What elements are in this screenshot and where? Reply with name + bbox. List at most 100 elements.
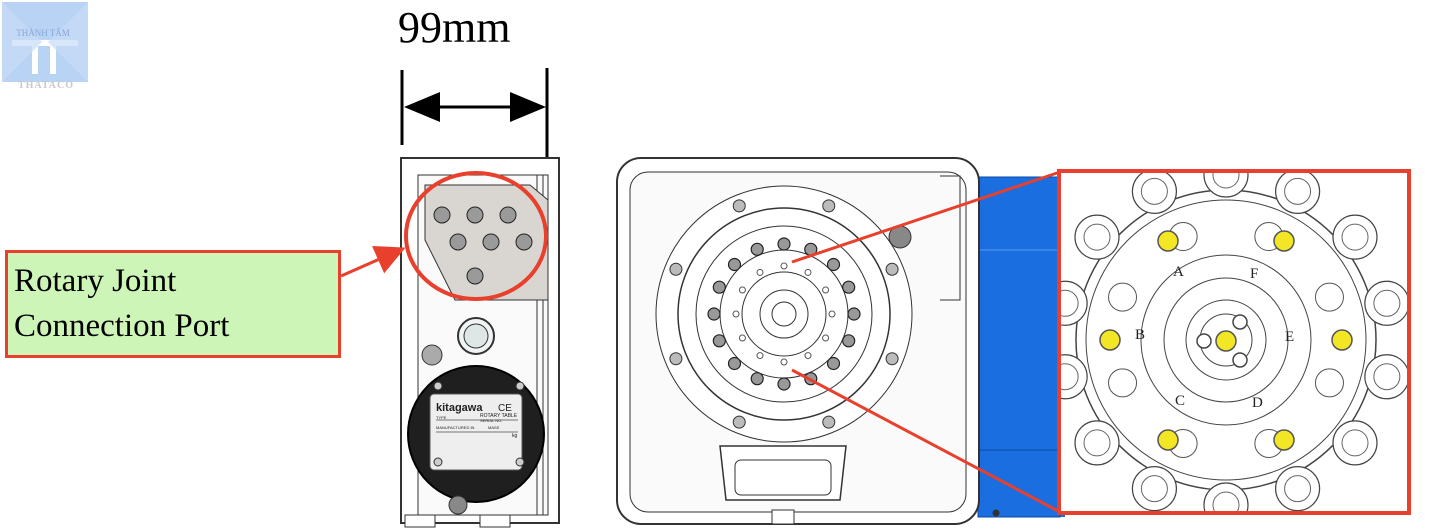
motor-housing bbox=[977, 176, 1061, 518]
air-port bbox=[1273, 429, 1295, 451]
inner-bolt bbox=[826, 356, 841, 371]
detail-outer-bolt bbox=[1203, 173, 1249, 198]
inner-bolt bbox=[777, 237, 791, 251]
center-screw bbox=[1196, 333, 1212, 349]
inner-bolt bbox=[777, 377, 791, 391]
logo-bottom-text: THATACO bbox=[17, 80, 75, 91]
callout-arrow bbox=[340, 245, 406, 278]
detail-bolts bbox=[1061, 173, 1407, 511]
nameplate-title: ROTARY TABLE bbox=[480, 413, 518, 419]
nameplate-unit: kg bbox=[512, 433, 518, 439]
detail-bolt-head bbox=[1284, 475, 1312, 503]
logo-top-text: THÀNH TÂM bbox=[16, 28, 70, 38]
small-hole bbox=[804, 352, 812, 360]
air-port bbox=[1273, 230, 1295, 252]
dimension-indicator bbox=[400, 68, 549, 158]
detail-outer-bolt bbox=[1364, 280, 1407, 326]
nameplate-ce-mark: CE bbox=[498, 403, 512, 414]
callout-line-1: Rotary Joint bbox=[14, 263, 177, 299]
detail-outer-bolt bbox=[1332, 214, 1378, 260]
outer-bolt bbox=[669, 262, 683, 276]
inner-bolt bbox=[842, 334, 856, 348]
small-hole bbox=[780, 262, 788, 270]
center-screw bbox=[1232, 314, 1248, 330]
outer-bolt bbox=[732, 415, 746, 429]
small-hole bbox=[738, 334, 746, 342]
detail-outer-bolt bbox=[1203, 482, 1249, 511]
detail-outer-bolt bbox=[1274, 173, 1321, 214]
small-hole bbox=[756, 352, 764, 360]
inner-bolt bbox=[842, 280, 856, 294]
connection-port-highlight bbox=[404, 171, 548, 301]
side-view bbox=[400, 157, 560, 528]
detail-outer-bolt bbox=[1074, 420, 1120, 466]
front-view bbox=[616, 157, 1065, 525]
inner-bolt bbox=[750, 242, 764, 256]
air-port bbox=[1157, 429, 1179, 451]
outer-bolt bbox=[822, 199, 836, 213]
detail-bolt-head bbox=[1061, 363, 1079, 391]
rotary-joint-callout: Rotary Joint Connection Port bbox=[5, 250, 341, 358]
front-outer-bolts bbox=[669, 199, 899, 429]
inner-bolt bbox=[707, 307, 721, 321]
detail-bolt-head bbox=[1140, 177, 1168, 205]
detail-mid-hole bbox=[1108, 282, 1138, 312]
port-labels: A F B E C D bbox=[1135, 264, 1294, 411]
detail-outer-bolt bbox=[1332, 420, 1378, 466]
detail-outer-bolt bbox=[1274, 466, 1321, 511]
inner-bolt bbox=[727, 257, 742, 272]
port-label-d: D bbox=[1252, 395, 1263, 411]
detail-mid-hole bbox=[1108, 368, 1138, 398]
width-dimension-label: 99mm bbox=[398, 3, 511, 52]
outer-bolt bbox=[885, 352, 899, 366]
outer-bolt bbox=[732, 199, 746, 213]
small-hole bbox=[828, 310, 836, 318]
detail-outer-bolt bbox=[1364, 354, 1407, 400]
port-label-f: F bbox=[1250, 266, 1258, 282]
detail-bolt-head bbox=[1083, 223, 1111, 251]
small-hole bbox=[804, 268, 812, 276]
inner-bolt bbox=[847, 307, 861, 321]
front-inner-bolts bbox=[707, 237, 861, 391]
company-logo bbox=[2, 2, 90, 94]
air-port bbox=[1099, 329, 1121, 351]
center-screw bbox=[1232, 352, 1248, 368]
detail-outer-bolt bbox=[1061, 354, 1088, 400]
small-hole bbox=[732, 310, 740, 318]
detail-outer-bolt bbox=[1061, 280, 1088, 326]
outer-bolt bbox=[669, 352, 683, 366]
callout-line-2: Connection Port bbox=[14, 308, 230, 344]
inner-bolt bbox=[750, 372, 764, 386]
detail-bolt-head bbox=[1083, 429, 1111, 457]
nameplate-mfd-field: MANUFACTURED IN bbox=[436, 425, 475, 430]
port-label-c: C bbox=[1175, 393, 1185, 409]
small-hole bbox=[822, 334, 830, 342]
nameplate-type-field: TYPE bbox=[436, 415, 447, 420]
nameplate-brand: kitagawa bbox=[436, 402, 483, 414]
port-label-b: B bbox=[1135, 327, 1145, 343]
detail-outer-bolt bbox=[1131, 173, 1178, 214]
air-port bbox=[1157, 230, 1179, 252]
detail-leader-top bbox=[791, 170, 1061, 264]
small-hole bbox=[822, 286, 830, 294]
nameplate-mass-field: MASS bbox=[488, 425, 500, 430]
inner-bolt bbox=[727, 356, 742, 371]
detail-ports bbox=[1099, 230, 1353, 451]
inner-bolt bbox=[826, 257, 841, 272]
port-label-e: E bbox=[1285, 329, 1294, 345]
detail-bolt-head bbox=[1341, 429, 1369, 457]
inner-bolt bbox=[712, 280, 726, 294]
detail-bolt-head bbox=[1212, 491, 1240, 511]
detail-mid-hole bbox=[1314, 368, 1344, 398]
side-bolts bbox=[433, 206, 533, 285]
outer-bolt bbox=[885, 262, 899, 276]
outer-bolt bbox=[822, 415, 836, 429]
inner-bolt bbox=[712, 334, 726, 348]
detail-bolt-head bbox=[1373, 363, 1401, 391]
small-hole bbox=[780, 358, 788, 366]
detail-bolt-head bbox=[1061, 289, 1079, 317]
detail-mid-hole bbox=[1314, 282, 1344, 312]
detail-bolt-head bbox=[1373, 289, 1401, 317]
small-hole bbox=[756, 268, 764, 276]
